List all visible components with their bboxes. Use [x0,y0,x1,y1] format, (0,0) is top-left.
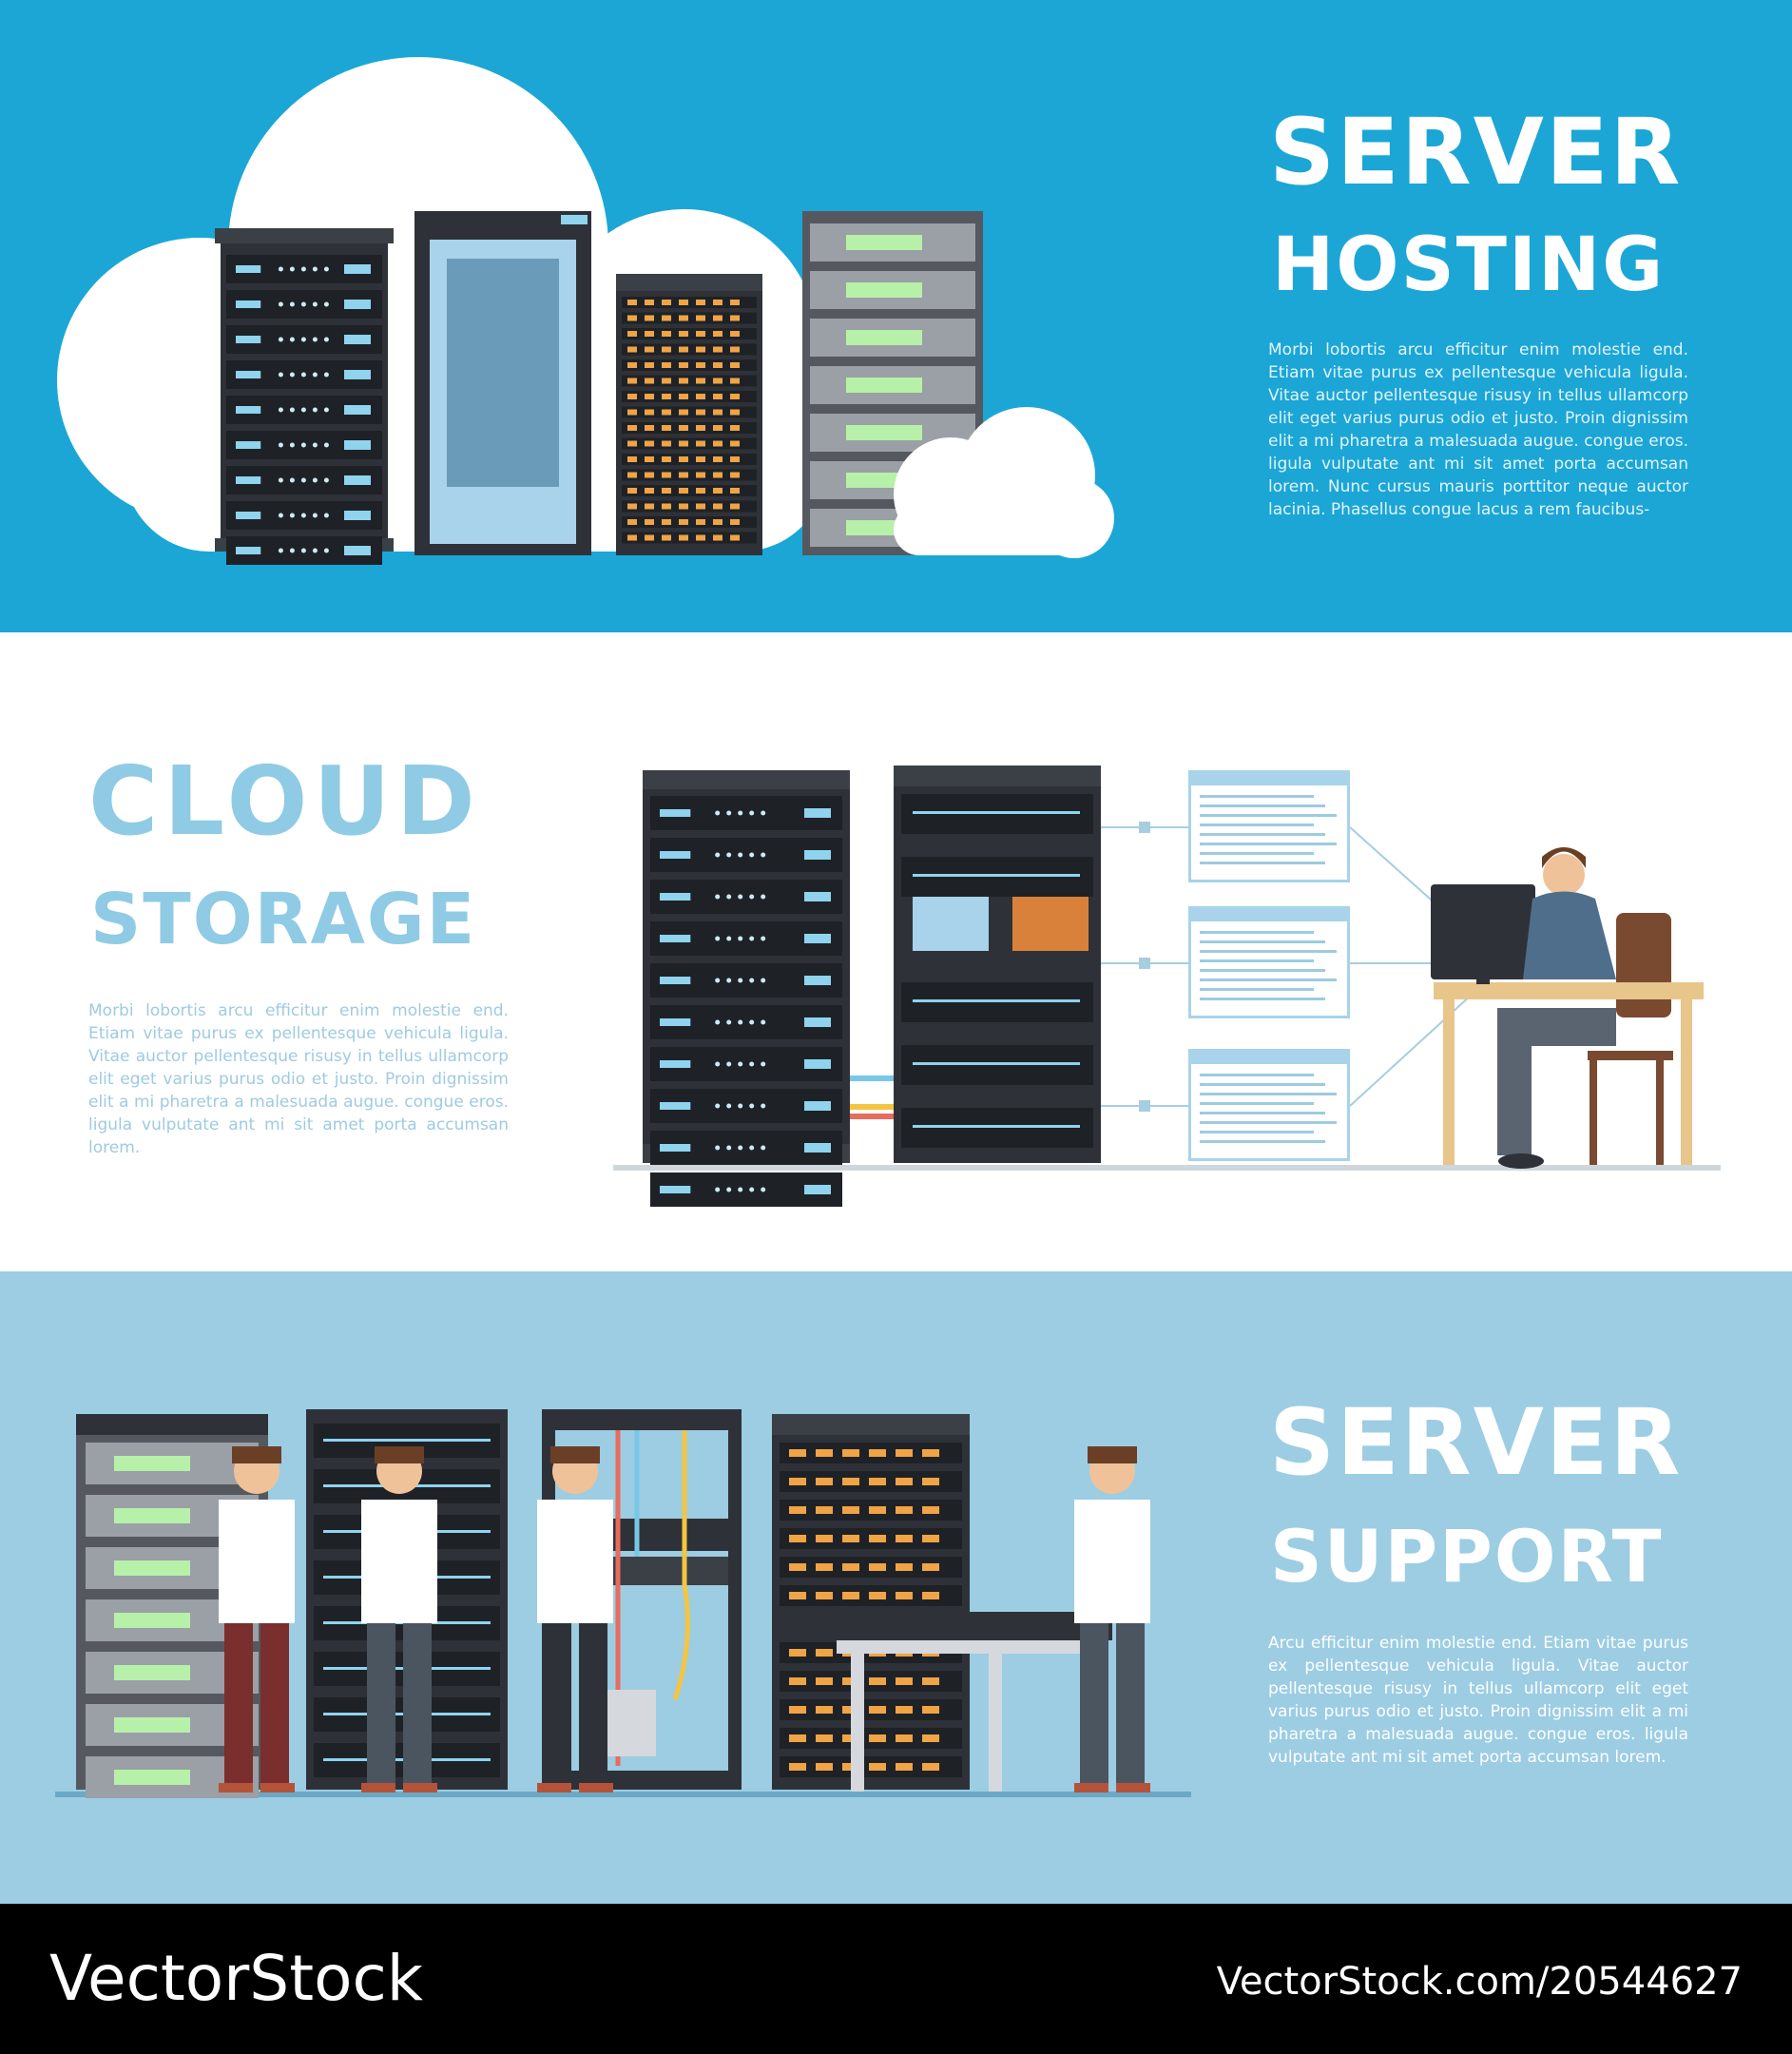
storage-description: Morbi lobortis arcu efficitur enim moles… [88,1001,509,1157]
hosting-title-line1: SERVER [1269,99,1683,205]
support-title-line1: SERVER [1269,1389,1683,1496]
support-illustration [55,1409,1191,1798]
hosting-illustration [57,57,1114,565]
server-rack-icon [616,274,762,555]
brand-logo: VectorStock [49,1942,423,2015]
hosting-title-line2: HOSTING [1272,223,1666,308]
footer-bar: VectorStock VectorStock.com/20544627 [0,1904,1792,2054]
technician-figure [361,1446,437,1792]
server-rack-icon [772,1414,970,1790]
server-rack-icon [643,770,850,1207]
server-rack-icon [894,765,1101,1163]
storage-illustration [613,765,1721,1207]
document-window-icon [1188,770,1350,1161]
cloud-storage-banner: CLOUD STORAGE Morbi lobortis arcu effici… [0,632,1792,1271]
image-url: VectorStock.com/20544627 [1216,1960,1743,2004]
storage-title-line1: CLOUD [88,746,481,857]
storage-title-line2: STORAGE [90,879,477,960]
technician-figure [1074,1446,1150,1792]
technician-figure [219,1446,295,1792]
server-rack-icon [414,211,591,555]
cloud-icon [894,407,1114,558]
support-title-line2: SUPPORT [1270,1514,1664,1599]
server-hosting-banner: SERVER HOSTING Morbi lobortis arcu effic… [0,0,1792,632]
server-support-banner: SERVER SUPPORT Arcu efficitur enim moles… [0,1271,1792,1904]
technician-figure [1497,847,1616,1169]
hosting-description: Morbi lobortis arcu efficitur enim moles… [1268,340,1688,519]
server-rack-icon [215,228,394,565]
technician-figure [537,1446,613,1792]
support-description: Arcu efficitur enim molestie end. Etiam … [1268,1634,1688,1767]
